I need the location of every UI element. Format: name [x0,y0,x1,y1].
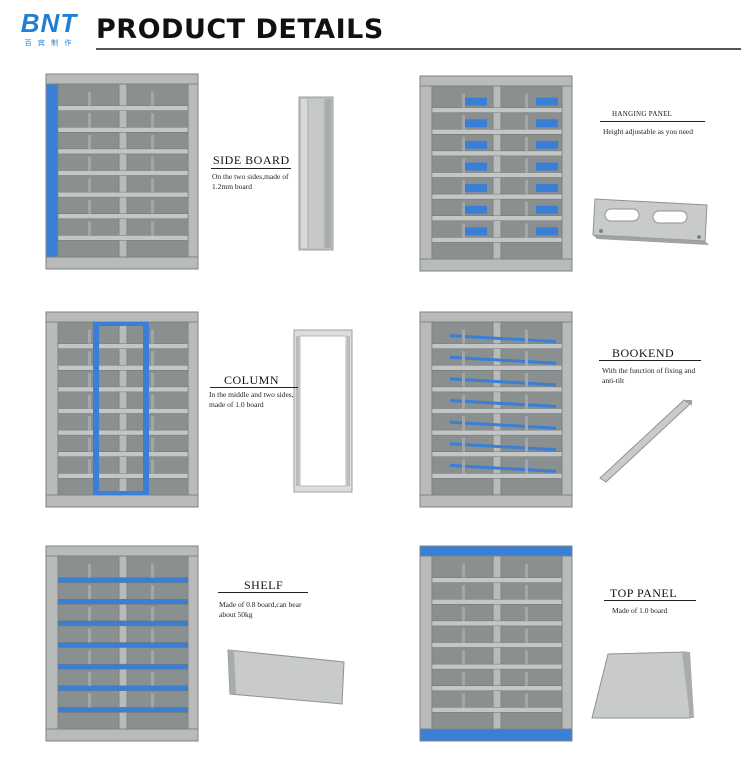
logo-subtitle: 百 宾 制 作 [24,39,74,47]
feature-description: In the middle and two sides, made of 1.0… [209,390,294,409]
bookend-part-image [599,399,692,483]
brand-logo: BNT 百 宾 制 作 [14,8,84,47]
feature-underline [600,121,705,122]
column-part-image [293,329,353,493]
feature-description: Made of 0.8 board,can bear about 50kg [219,600,302,619]
feature-underline [604,600,696,601]
feature-name: HANGING PANEL [612,110,673,118]
header-divider [96,48,741,50]
feature-description: Height adjustable as you need [603,127,693,136]
header: BNT 百 宾 制 作 PRODUCT DETAILS [0,0,750,52]
feature-name: COLUMN [224,373,280,387]
feature-description: On the two sides,made of 1.2mm board [212,172,289,191]
feature-underline [210,387,298,388]
feature-underline [211,168,291,169]
bookshelf-hanging-panel-image [419,75,573,272]
logo-text: BNT [20,8,78,38]
page-title: PRODUCT DETAILS [96,14,384,45]
bookshelf-top-panel-image [419,545,573,742]
hanging-panel-part-image [592,198,709,245]
feature-name: TOP PANEL [610,586,678,600]
side-board-part-image [298,96,334,251]
top-panel-part-image [591,651,694,719]
feature-underline [599,360,701,361]
feature-name: BOOKEND [612,346,675,360]
bookshelf-bookend-image [419,311,573,508]
feature-description: With the function of fixing and anti-til… [602,366,696,385]
bookshelf-side-board-image [45,73,199,270]
feature-underline [218,592,308,593]
feature-description: Made of 1.0 board [612,606,668,615]
bookshelf-column-image [45,311,199,508]
feature-name: SIDE BOARD [213,153,290,167]
feature-name: SHELF [244,578,284,592]
shelf-part-image [227,649,345,705]
bookshelf-shelf-image [45,545,199,742]
